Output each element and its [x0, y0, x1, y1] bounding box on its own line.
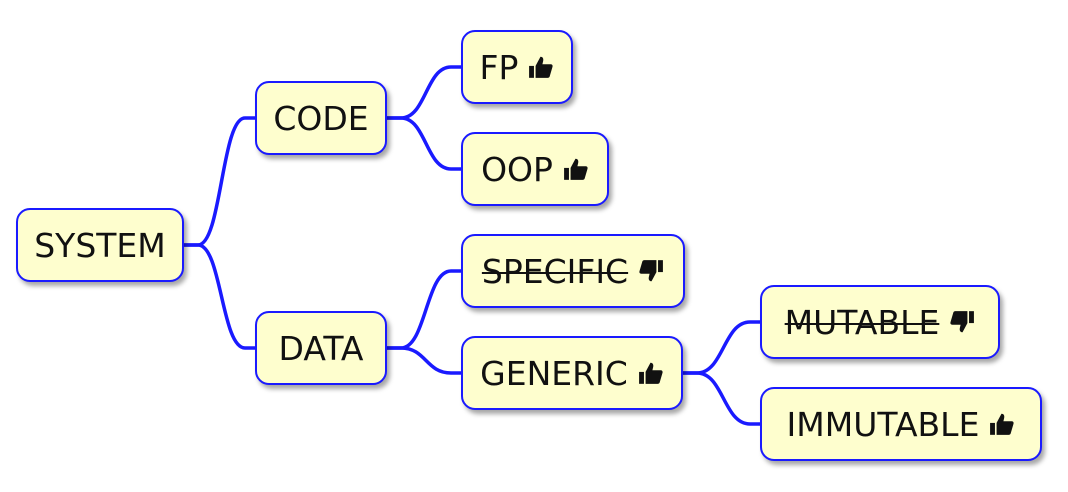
node-specific: SPECIFIC — [461, 234, 685, 308]
thumbs-up-icon — [528, 54, 554, 80]
thumbs-down-icon — [638, 258, 664, 284]
node-label: IMMUTABLE — [786, 404, 980, 444]
link-code-fp — [383, 65, 465, 120]
link-data-specific — [383, 269, 465, 350]
node-system: SYSTEM — [16, 208, 184, 282]
node-mutable: MUTABLE — [760, 285, 1000, 359]
node-label: MUTABLE — [784, 302, 940, 342]
node-oop: OOP — [461, 132, 609, 206]
node-label: FP — [479, 47, 519, 87]
link-system-data — [180, 243, 259, 350]
node-immutable: IMMUTABLE — [760, 387, 1042, 461]
node-label: SYSTEM — [34, 225, 166, 265]
node-fp: FP — [461, 30, 573, 104]
thumbs-down-icon — [949, 309, 975, 335]
thumbs-up-icon — [989, 411, 1015, 437]
node-generic: GENERIC — [461, 336, 683, 410]
link-system-code — [180, 116, 259, 247]
node-label: GENERIC — [480, 353, 628, 393]
link-generic-immutable — [679, 371, 764, 426]
thumbs-up-icon — [638, 360, 664, 386]
thumbs-up-icon — [563, 156, 589, 182]
node-label: DATA — [278, 328, 364, 368]
link-data-generic — [383, 346, 465, 375]
node-label: SPECIFIC — [481, 251, 629, 291]
node-code: CODE — [255, 81, 387, 155]
node-label: OOP — [481, 149, 553, 189]
node-data: DATA — [255, 311, 387, 385]
link-generic-mutable — [679, 320, 764, 375]
node-label: CODE — [273, 98, 369, 138]
link-code-oop — [383, 116, 465, 171]
